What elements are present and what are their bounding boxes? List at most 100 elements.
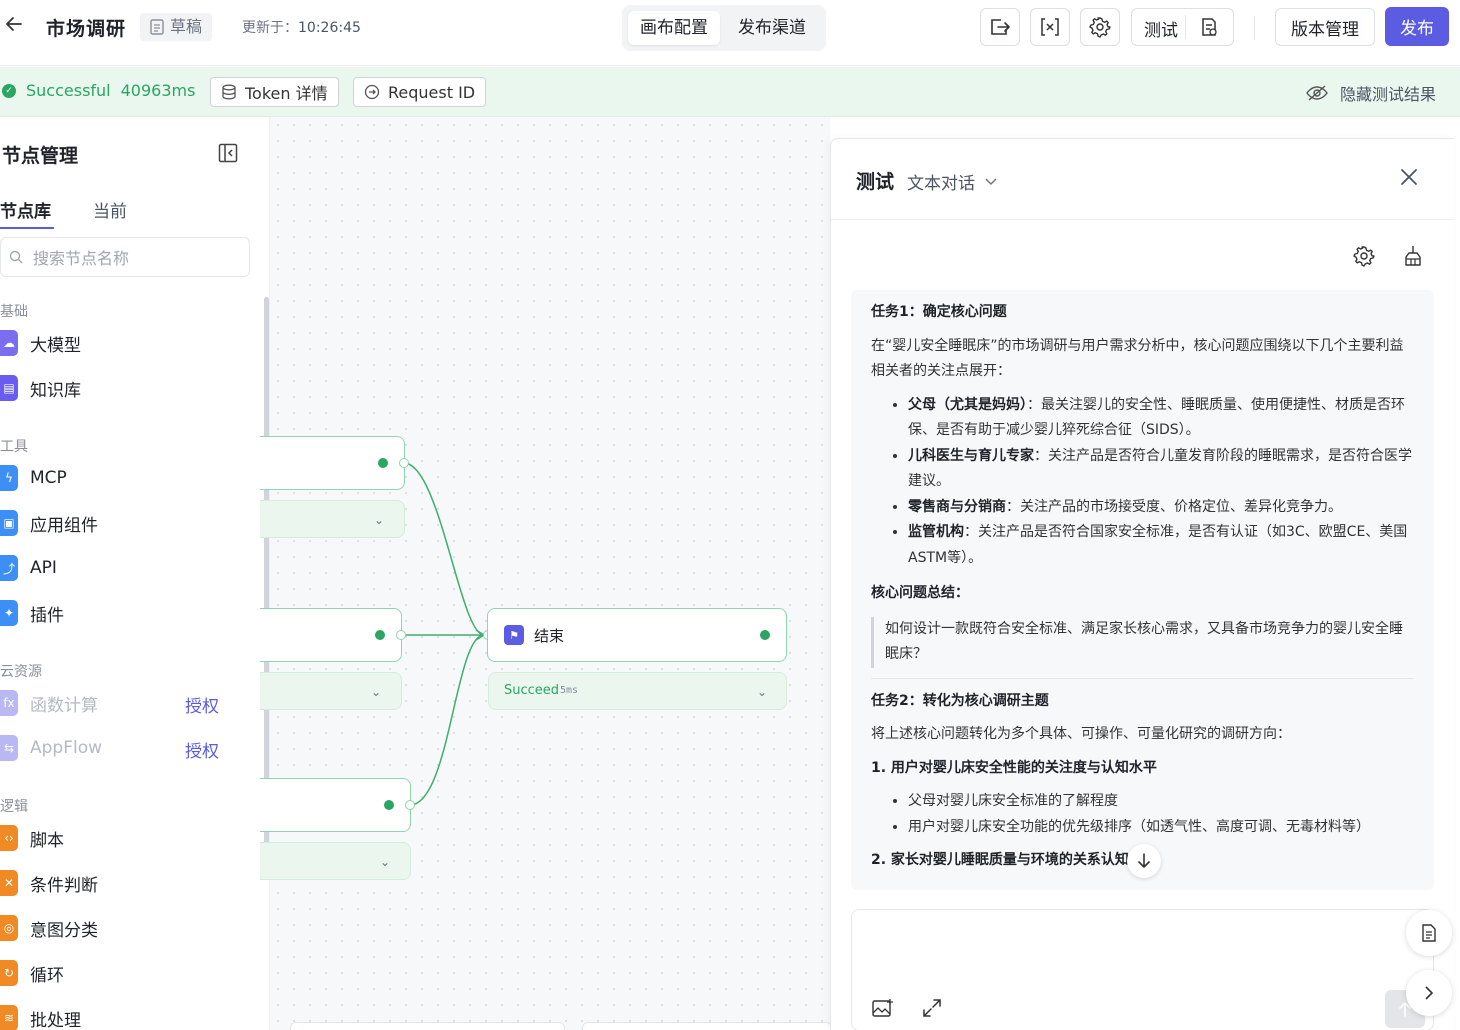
- expand-input-button[interactable]: [922, 998, 942, 1022]
- node-item-batch[interactable]: ≋ 批处理: [0, 1001, 250, 1030]
- panel-header-divider: [831, 219, 1455, 220]
- test-status-bar: ✓ Successful 40963ms Token 详情 Request ID…: [0, 67, 1460, 117]
- close-icon: [1401, 169, 1417, 185]
- chat-settings-button[interactable]: [1353, 245, 1375, 271]
- collapse-sidebar-button[interactable]: [218, 143, 238, 167]
- arrow-left-icon: [6, 17, 22, 31]
- image-icon: [872, 999, 893, 1017]
- tab-current[interactable]: 当前: [93, 202, 127, 222]
- node-item-label: 批处理: [30, 1010, 81, 1030]
- node-item-label: 插件: [30, 605, 64, 626]
- end-node-status: Succeed: [504, 683, 560, 698]
- request-id-button[interactable]: Request ID: [353, 77, 487, 107]
- updated-value: 10:26:45: [298, 20, 361, 36]
- workflow-node-2-result[interactable]: ⌄: [260, 672, 402, 710]
- stakeholder-name: 零售商与分销商: [908, 498, 1006, 515]
- upload-image-button[interactable]: [872, 998, 894, 1022]
- workflow-node-2[interactable]: [260, 608, 402, 662]
- updated-time: 更新于：10:26:45: [242, 17, 361, 37]
- list-item: 零售商与分销商：关注产品的市场接受度、价格定位、差异化竞争力。: [908, 495, 1414, 521]
- scroll-to-bottom-button[interactable]: [1127, 844, 1161, 878]
- node-item-mcp[interactable]: ϟ MCP: [0, 461, 250, 495]
- group-label-logic: 逻辑: [0, 799, 28, 815]
- workflow-node-3-result[interactable]: ⌄: [260, 842, 411, 880]
- workflow-node-1[interactable]: [260, 436, 405, 490]
- publish-button[interactable]: 发布: [1385, 7, 1449, 46]
- end-node-label: 结束: [534, 627, 565, 645]
- export-button[interactable]: [980, 8, 1020, 46]
- flag-icon: ⚑: [504, 625, 524, 645]
- test-mode-select[interactable]: 文本对话: [907, 169, 997, 194]
- token-details-label: Token 详情: [245, 84, 328, 103]
- node-item-label: 应用组件: [30, 515, 98, 536]
- float-expand-button[interactable]: [1406, 970, 1452, 1016]
- function-icon: fx: [0, 690, 18, 716]
- stakeholder-name: 监管机构: [908, 524, 964, 540]
- node-item-intent[interactable]: ◎ 意图分类: [0, 911, 250, 945]
- sidebar-title: 节点管理: [2, 145, 79, 167]
- request-icon: [364, 84, 380, 100]
- output-port[interactable]: [396, 630, 406, 640]
- output-port[interactable]: [405, 800, 415, 810]
- list-item: 父母对婴儿床安全标准的了解程度: [908, 789, 1414, 815]
- node-success-icon: [384, 800, 394, 810]
- chevron-down-icon: [985, 178, 997, 185]
- clear-chat-button[interactable]: [1403, 245, 1423, 271]
- node-item-llm[interactable]: ☁ 大模型: [0, 326, 250, 360]
- node-item-api[interactable]: ⤴ API: [0, 551, 250, 585]
- sidebar-scrollbar[interactable]: [264, 297, 269, 847]
- topic1-title: 1. 用户对婴儿床安全性能的关注度与认知水平: [871, 759, 1157, 776]
- tab-node-library[interactable]: 节点库: [0, 202, 51, 222]
- authorize-function-compute-link[interactable]: 授权: [185, 697, 219, 717]
- close-panel-button[interactable]: [1399, 167, 1419, 193]
- export-icon: [991, 19, 1010, 35]
- end-node[interactable]: ⚑ 结束: [487, 608, 787, 662]
- node-item-knowledge-base[interactable]: ▤ 知识库: [0, 371, 250, 405]
- token-details-button[interactable]: Token 详情: [210, 77, 339, 107]
- loop-icon: ↻: [0, 960, 18, 986]
- test-log-button[interactable]: [1200, 17, 1218, 42]
- end-node-duration: 5ms: [560, 685, 579, 696]
- stakeholder-sep: ：: [1034, 447, 1048, 464]
- edge-node3-end: [409, 634, 485, 806]
- chat-input[interactable]: [851, 909, 1434, 1030]
- summary-quote: 如何设计一款既符合安全标准、满足家长核心需求，又具备市场竞争力的婴儿安全睡眠床？: [871, 616, 1414, 668]
- canvas-toolbar[interactable]: [290, 1022, 565, 1030]
- back-button[interactable]: [4, 14, 26, 40]
- float-document-button[interactable]: [1406, 910, 1452, 956]
- panel-title: 测试: [856, 171, 895, 193]
- node-item-label: 意图分类: [30, 920, 98, 941]
- authorize-appflow-link[interactable]: 授权: [185, 742, 219, 762]
- hide-test-result-button[interactable]: 隐藏测试结果: [1306, 81, 1436, 105]
- script-icon: ‹›: [0, 825, 18, 851]
- settings-button[interactable]: [1080, 8, 1120, 46]
- node-item-condition[interactable]: ✕ 条件判断: [0, 866, 250, 900]
- tab-publish-channels[interactable]: 发布渠道: [738, 18, 806, 38]
- variables-button[interactable]: [1030, 8, 1070, 46]
- canvas-minimap[interactable]: [582, 1022, 832, 1030]
- workflow-canvas[interactable]: ⌄ ⌄ ⌄ ⚑ 结束 Succeed 5ms ⌄: [260, 117, 832, 1030]
- node-item-script[interactable]: ‹› 脚本: [0, 821, 250, 855]
- log-icon: [1202, 18, 1217, 36]
- node-item-app-component[interactable]: ▣ 应用组件: [0, 506, 250, 540]
- flow-icon: ⇆: [0, 735, 18, 761]
- output-port[interactable]: [399, 458, 409, 468]
- workflow-node-3[interactable]: [260, 778, 411, 832]
- node-item-plugin[interactable]: ✦ 插件: [0, 596, 250, 630]
- node-item-loop[interactable]: ↻ 循环: [0, 956, 250, 990]
- broom-icon: [1405, 246, 1421, 266]
- test-button[interactable]: 测试: [1144, 21, 1178, 41]
- chevron-down-icon: ⌄: [757, 685, 768, 699]
- version-management-button[interactable]: 版本管理: [1275, 8, 1375, 46]
- intent-icon: ◎: [0, 915, 18, 941]
- chevron-right-icon: [1425, 986, 1434, 1000]
- list-item: 儿科医生与育儿专家：关注产品是否符合儿童发育阶段的睡眠需求，是否符合医学建议。: [908, 444, 1414, 495]
- hide-test-result-label: 隐藏测试结果: [1340, 85, 1437, 104]
- workflow-node-1-result[interactable]: ⌄: [260, 500, 405, 538]
- node-search-input[interactable]: 搜索节点名称: [0, 237, 250, 277]
- plugin-icon: ✦: [0, 600, 18, 626]
- llm-icon: ☁: [0, 330, 18, 356]
- end-node-result[interactable]: Succeed 5ms ⌄: [488, 672, 787, 710]
- topic2-title: 2. 家长对婴儿睡眠质量与环境的关系认知: [871, 852, 1129, 868]
- tab-canvas-config[interactable]: 画布配置: [628, 11, 720, 45]
